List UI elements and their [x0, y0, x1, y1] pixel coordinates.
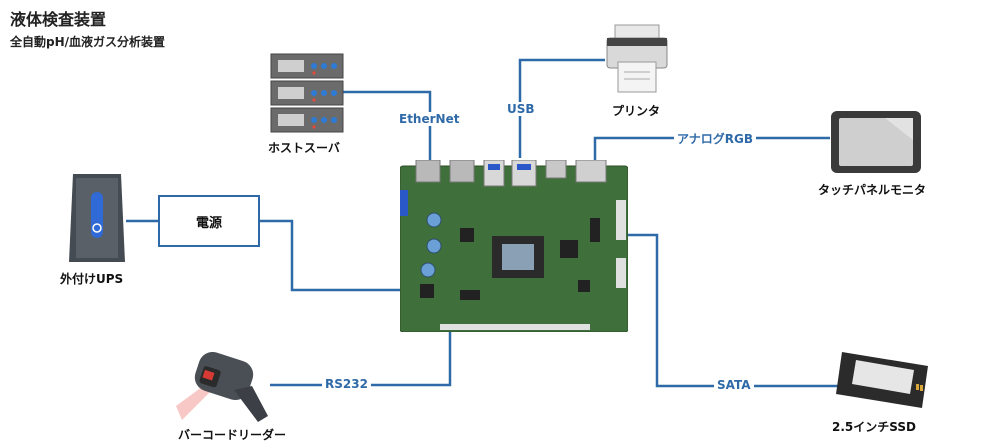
ethernet-line [343, 90, 432, 160]
usb-label: USB [504, 102, 538, 116]
ssd-icon [834, 350, 930, 414]
sata-line [628, 233, 838, 388]
page-title: 液体検査装置 [10, 10, 107, 29]
barcode-reader-label: バーコードリーダー [178, 428, 287, 442]
power-box: 電源 [158, 195, 260, 247]
ups-label: 外付けUPS [60, 272, 124, 286]
printer-icon [606, 24, 668, 98]
power-label: 電源 [195, 215, 222, 231]
usb-line [518, 58, 605, 158]
ups-icon [67, 172, 127, 268]
monitor-icon [830, 110, 922, 178]
ssd-label: 2.5インチSSD [832, 420, 916, 434]
printer-label: プリンタ [612, 104, 661, 118]
host-server-label: ホストスーバ [268, 141, 340, 155]
mainboard [399, 159, 629, 336]
analog-rgb-label: アナログRGB [674, 130, 756, 147]
rs232-label: RS232 [322, 377, 371, 391]
sata-label: SATA [714, 378, 754, 392]
ethernet-label: EtherNet [396, 112, 463, 126]
page-subtitle: 全自動pH/血液ガス分析装置 [10, 35, 166, 49]
touch-monitor-label: タッチパネルモニタ [818, 183, 927, 197]
power-board-line [260, 219, 400, 292]
barcode-reader-icon [176, 346, 272, 430]
server-icon [270, 53, 344, 139]
